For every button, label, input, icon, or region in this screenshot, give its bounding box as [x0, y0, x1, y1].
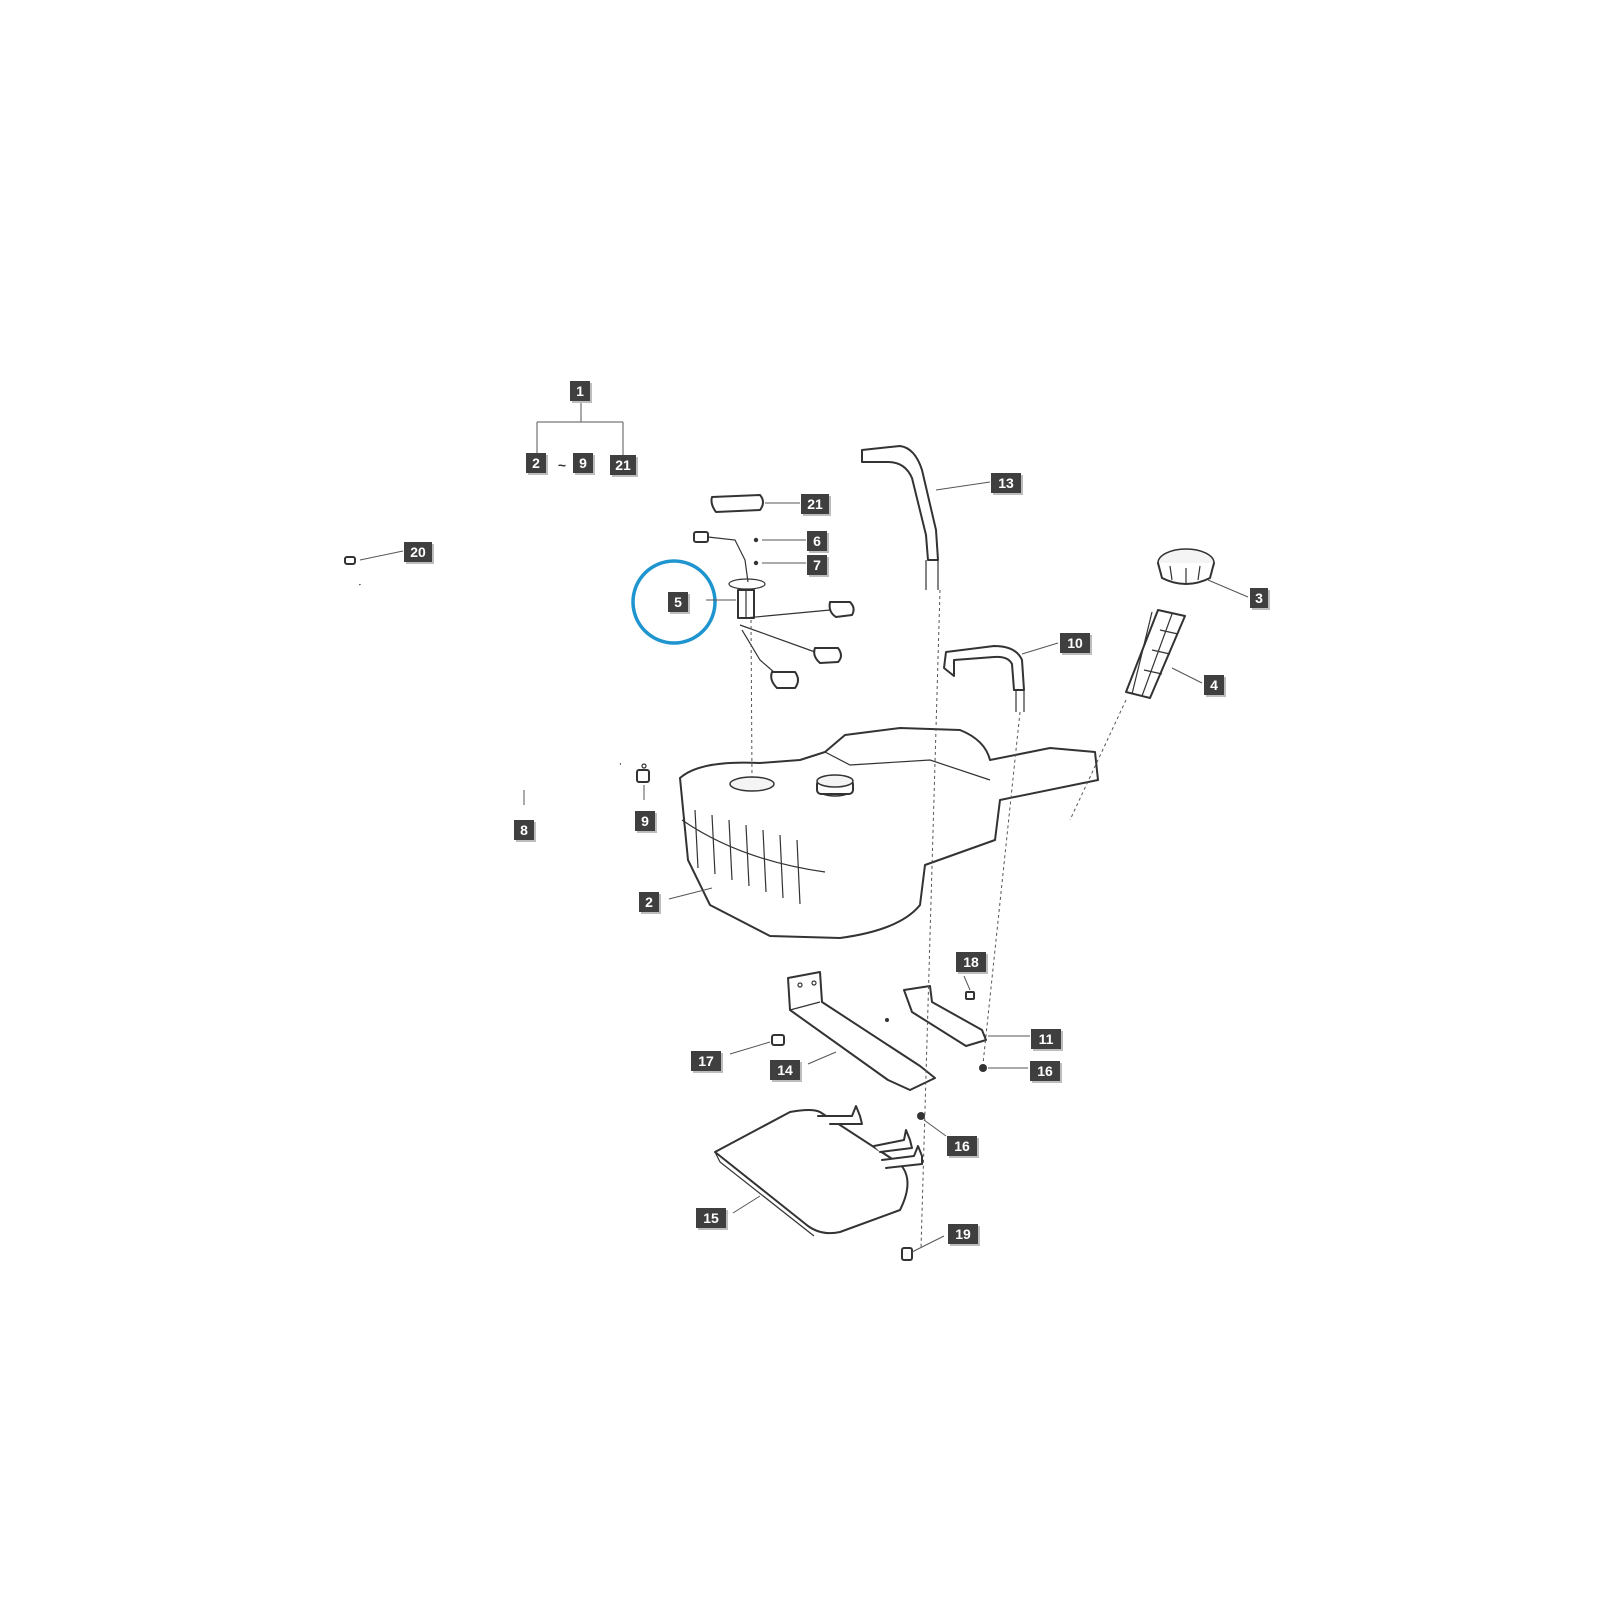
part-16a-nut: [979, 1064, 987, 1072]
callout-21[interactable]: 21: [801, 494, 831, 516]
part-8-hose: [358, 584, 621, 790]
svg-text:2: 2: [532, 455, 540, 471]
svg-text:5: 5: [674, 594, 682, 610]
part-5-fuel-sender: [693, 531, 855, 689]
callout-13[interactable]: 13: [991, 473, 1023, 495]
part-15-tray: [714, 1105, 923, 1237]
callout-14[interactable]: 14: [770, 1060, 802, 1082]
svg-text:4: 4: [1210, 677, 1218, 693]
highlight-circle: [631, 559, 717, 645]
callout-5[interactable]: 5: [668, 592, 690, 614]
svg-text:9: 9: [579, 455, 587, 471]
callout-17[interactable]: 17: [691, 1051, 723, 1073]
callout-6[interactable]: 6: [807, 531, 829, 553]
label-21-assembly[interactable]: 21: [610, 455, 638, 477]
part-2-fuel-tank: [679, 727, 1099, 939]
leader-lines: [359, 481, 1249, 1253]
svg-text:1: 1: [576, 383, 584, 399]
part-4-strainer: [1125, 609, 1186, 699]
callout-2[interactable]: 2: [639, 892, 661, 914]
callout-16-upper[interactable]: 16: [1030, 1061, 1062, 1083]
part-3-fuel-cap: [1157, 548, 1215, 585]
svg-text:14: 14: [777, 1062, 793, 1078]
part-13-strap: [861, 445, 939, 590]
part-10-bracket: [943, 645, 1025, 712]
svg-text:7: 7: [813, 557, 821, 573]
part-11-bracket: [903, 985, 987, 1047]
svg-text:6: 6: [813, 533, 821, 549]
callout-10[interactable]: 10: [1060, 633, 1092, 655]
callout-11[interactable]: 11: [1031, 1029, 1063, 1051]
svg-text:10: 10: [1067, 635, 1083, 651]
range-separator: ~: [558, 457, 566, 473]
svg-text:16: 16: [954, 1138, 970, 1154]
callout-19[interactable]: 19: [948, 1224, 980, 1246]
label-9-range-end[interactable]: 9: [573, 453, 595, 475]
part-washer: [885, 1018, 889, 1022]
part-16b-nut: [917, 1112, 925, 1120]
callout-15[interactable]: 15: [696, 1208, 728, 1230]
assembly-bracket: [536, 403, 624, 456]
callout-4[interactable]: 4: [1204, 675, 1226, 697]
label-2-range-start[interactable]: 2: [526, 453, 548, 475]
part-21-pad: [710, 494, 764, 513]
svg-text:19: 19: [955, 1226, 971, 1242]
svg-text:21: 21: [807, 496, 823, 512]
part-17-screw: [771, 1034, 785, 1046]
callout-18[interactable]: 18: [956, 952, 988, 974]
svg-text:9: 9: [641, 813, 649, 829]
callout-3[interactable]: 3: [1250, 588, 1270, 610]
part-20-clip: [344, 556, 356, 565]
svg-text:2: 2: [645, 894, 653, 910]
callout-7[interactable]: 7: [807, 555, 829, 577]
part-7-screw: [753, 560, 759, 566]
svg-text:18: 18: [963, 954, 979, 970]
svg-text:8: 8: [520, 822, 528, 838]
part-18-screw: [965, 991, 975, 1000]
part-14-cradle: [787, 971, 936, 1091]
part-19-bolt: [901, 1247, 913, 1261]
svg-text:15: 15: [703, 1210, 719, 1226]
callout-20[interactable]: 20: [404, 542, 434, 564]
svg-text:17: 17: [698, 1053, 714, 1069]
svg-text:13: 13: [998, 475, 1014, 491]
callout-8[interactable]: 8: [514, 820, 536, 842]
callout-16-lower[interactable]: 16: [947, 1136, 979, 1158]
label-1[interactable]: 1: [570, 381, 592, 403]
callout-9[interactable]: 9: [635, 811, 657, 833]
svg-text:21: 21: [615, 457, 631, 473]
svg-text:3: 3: [1255, 590, 1263, 606]
part-6-screw: [753, 537, 759, 543]
svg-text:16: 16: [1037, 1063, 1053, 1079]
svg-text:11: 11: [1039, 1031, 1054, 1047]
part-9-fitting: [636, 763, 650, 783]
svg-text:20: 20: [410, 544, 426, 560]
